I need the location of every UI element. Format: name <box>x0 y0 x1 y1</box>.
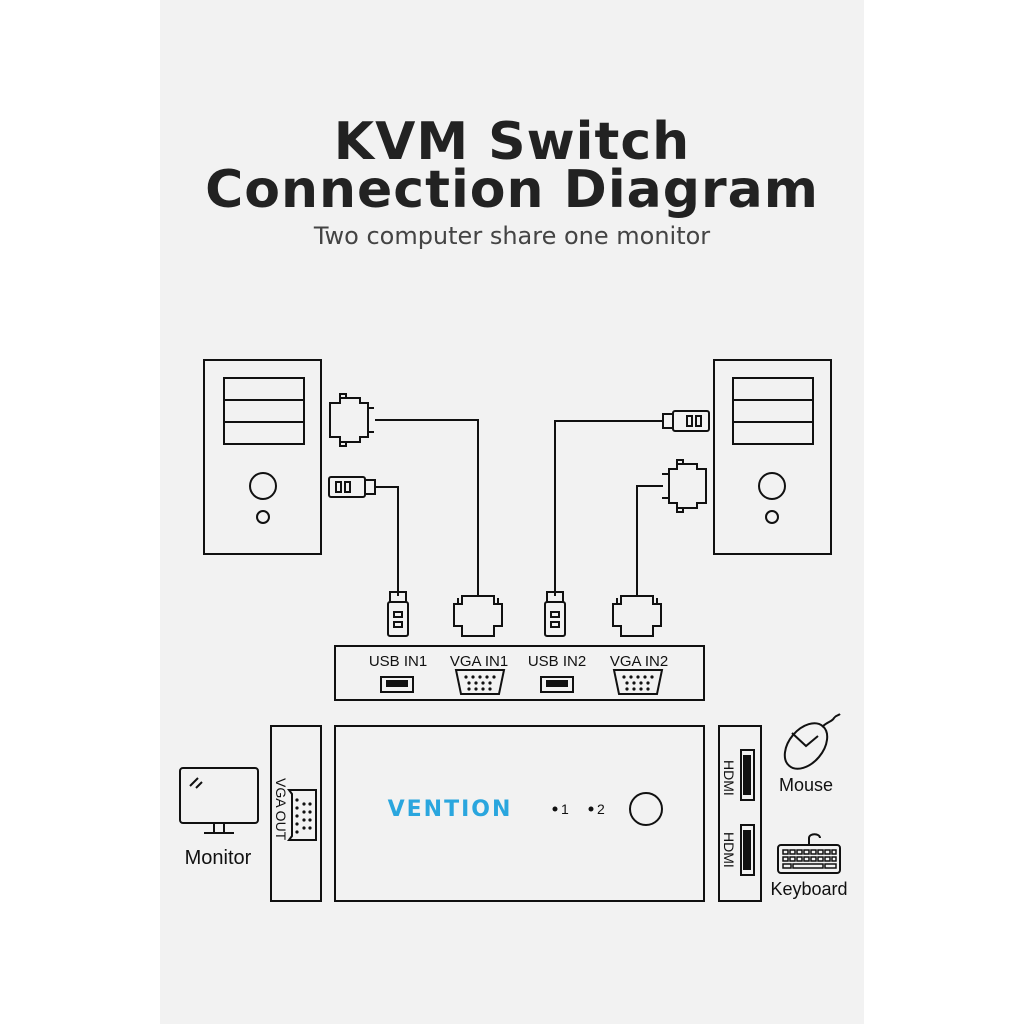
vga-plug-icon-in2 <box>612 595 662 637</box>
title-line-1: KVM Switch <box>333 112 691 172</box>
usb-port-icon-in1 <box>380 676 414 693</box>
indicator-led-1 <box>552 806 558 812</box>
switch-right-side-panel <box>718 725 762 902</box>
title-line-2: Connection Diagram <box>205 160 819 220</box>
hdmi-port-icon-top <box>740 749 755 801</box>
vga-out-label: VGA OUT <box>273 778 289 841</box>
switch-left-side-panel <box>270 725 322 902</box>
mouse-icon <box>783 713 841 770</box>
indicator-led-2 <box>588 806 594 812</box>
subtitle: Two computer share one monitor <box>313 222 711 250</box>
monitor-icon <box>179 767 259 834</box>
indicator-label-2: 2 <box>597 801 605 817</box>
vga-cable-1 <box>375 419 479 596</box>
usb-in1-label: USB IN1 <box>369 653 427 670</box>
hdmi-port-icon-bottom <box>740 824 755 876</box>
keyboard-icon <box>777 833 841 874</box>
vga-in1-label: VGA IN1 <box>450 653 508 670</box>
usb-in2-label: USB IN2 <box>528 653 586 670</box>
usb-plug-icon-in2 <box>544 591 566 637</box>
usb-port-icon-in2 <box>540 676 574 693</box>
indicator-label-1: 1 <box>561 801 569 817</box>
monitor-label: Monitor <box>185 847 252 869</box>
mouse-label: Mouse <box>779 775 833 795</box>
switch-back-panel <box>334 645 705 701</box>
vga-in2-label: VGA IN2 <box>610 653 668 670</box>
switch-front-panel <box>334 725 705 902</box>
usb-cable-1 <box>375 486 399 596</box>
vga-plug-icon-in1 <box>453 595 503 637</box>
vga-port-icon-out <box>287 789 317 841</box>
computer-tower-icon-right <box>713 359 832 555</box>
power-button-icon[interactable] <box>629 792 663 826</box>
keyboard-label: Keyboard <box>770 879 847 899</box>
usb-plug-icon-pc2 <box>662 410 710 432</box>
brand-logo: VENTION <box>388 797 513 822</box>
vga-plug-icon-pc2 <box>662 459 707 513</box>
vga-port-icon-in2 <box>612 669 664 695</box>
vga-cable-2 <box>636 485 663 596</box>
hdmi-bottom-label: HDMI <box>721 832 737 868</box>
usb-cable-2 <box>554 420 663 596</box>
vga-plug-icon-pc1 <box>329 393 374 447</box>
computer-tower-icon-left <box>203 359 322 555</box>
hdmi-top-label: HDMI <box>721 760 737 796</box>
usb-plug-icon-in1 <box>387 591 409 637</box>
vga-port-icon-in1 <box>454 669 506 695</box>
usb-plug-icon-pc1 <box>328 476 376 498</box>
